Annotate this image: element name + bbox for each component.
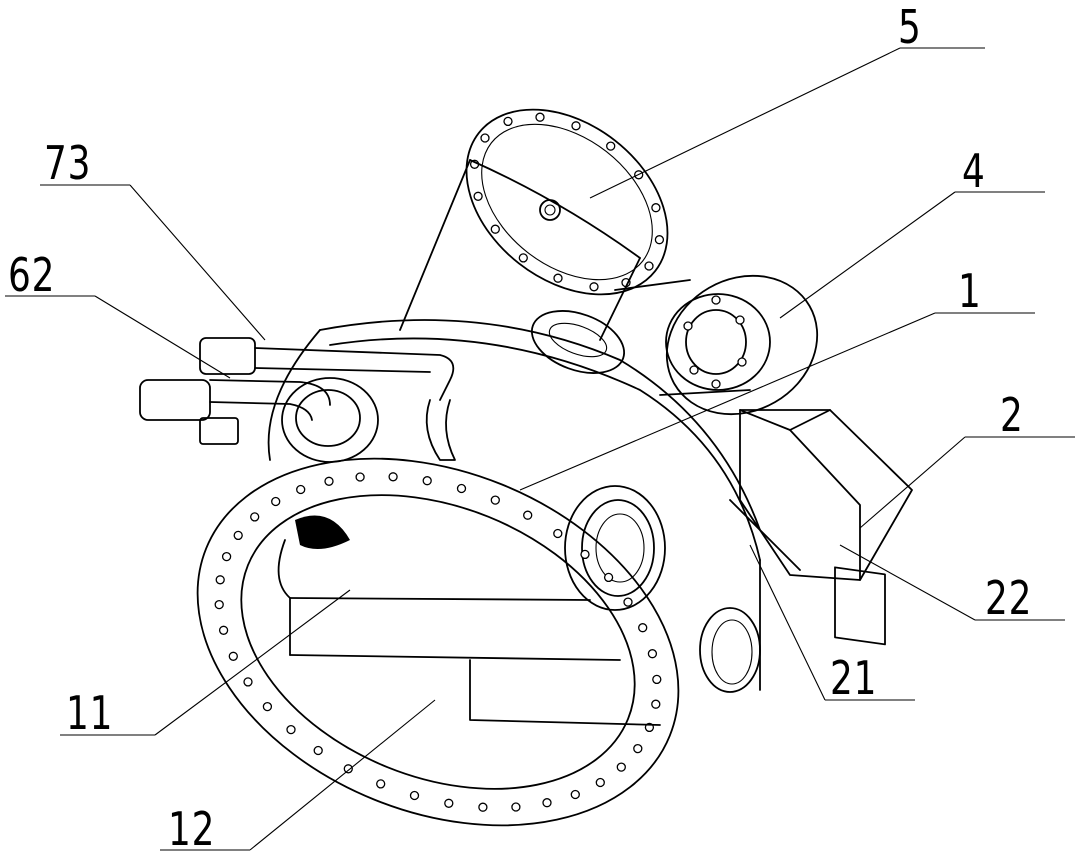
bolt-hole <box>606 141 616 151</box>
callout-21: 21 <box>830 651 878 705</box>
bolt-hole <box>286 724 296 735</box>
bolt-hole <box>296 484 306 495</box>
bolt-hole <box>480 133 490 143</box>
bolt-hole <box>616 762 626 772</box>
bolt-hole <box>233 530 243 541</box>
bolt-hole <box>473 191 483 201</box>
bolt-hole <box>638 623 648 633</box>
bolt-hole <box>218 625 229 635</box>
bottom-flange-assembly <box>196 457 680 827</box>
bolt-hole <box>535 112 545 122</box>
bolt-hole <box>228 651 238 661</box>
bolt-hole <box>553 273 563 283</box>
bolt-hole <box>571 121 581 131</box>
bolt-hole <box>652 674 662 685</box>
bolt-hole <box>409 790 420 801</box>
bolt-hole <box>478 802 488 812</box>
callout-22: 22 <box>985 571 1033 625</box>
bolt-hole <box>376 779 386 789</box>
bolt-hole <box>343 764 353 774</box>
callout-5: 5 <box>898 0 922 54</box>
bolt-hole <box>644 261 654 271</box>
pipe-assembly <box>139 337 456 461</box>
bolt-hole <box>647 649 658 659</box>
bolt-hole <box>603 572 614 583</box>
callout-12: 12 <box>168 802 216 856</box>
bolt-hole <box>214 599 224 610</box>
bolt-hole <box>580 549 590 560</box>
callout-4: 4 <box>962 144 986 198</box>
bolt-hole <box>651 203 661 213</box>
bolt-hole <box>490 495 500 505</box>
callout-1: 1 <box>958 264 982 318</box>
leader-lines <box>5 47 1075 851</box>
bolt-hole <box>553 528 563 539</box>
callout-2: 2 <box>1000 388 1024 442</box>
bolt-hole <box>595 777 605 788</box>
bolt-hole <box>444 798 454 808</box>
bolt-hole <box>313 745 323 756</box>
bolt-hole <box>262 701 273 712</box>
bolt-hole <box>503 116 513 127</box>
bolt-hole <box>243 677 253 687</box>
bolt-hole <box>654 235 665 245</box>
bolt-hole <box>388 472 398 482</box>
callout-11: 11 <box>66 686 114 740</box>
bolt-hole <box>633 743 643 754</box>
side-port-assembly <box>614 274 819 416</box>
top-flange-assembly <box>399 108 669 341</box>
bolt-hole <box>570 789 580 800</box>
bolt-hole <box>271 496 281 507</box>
bolt-hole <box>523 510 533 520</box>
control-box-assembly <box>729 409 913 646</box>
bolt-hole <box>651 699 661 709</box>
bolt-hole <box>422 476 432 486</box>
bolt-hole <box>215 575 225 585</box>
bolt-hole <box>490 224 500 234</box>
bolt-hole <box>511 802 521 812</box>
main-housing <box>267 310 761 693</box>
callout-62: 62 <box>8 248 56 302</box>
bolt-hole <box>518 253 528 263</box>
bolt-hole <box>456 483 467 494</box>
bolt-hole <box>221 551 232 562</box>
bolt-hole <box>589 282 599 292</box>
bolt-hole <box>324 476 334 486</box>
callout-73: 73 <box>44 136 92 190</box>
bolt-hole <box>355 472 365 482</box>
bolt-hole <box>250 512 260 522</box>
bolt-hole <box>623 597 633 607</box>
bolt-hole <box>542 798 552 808</box>
